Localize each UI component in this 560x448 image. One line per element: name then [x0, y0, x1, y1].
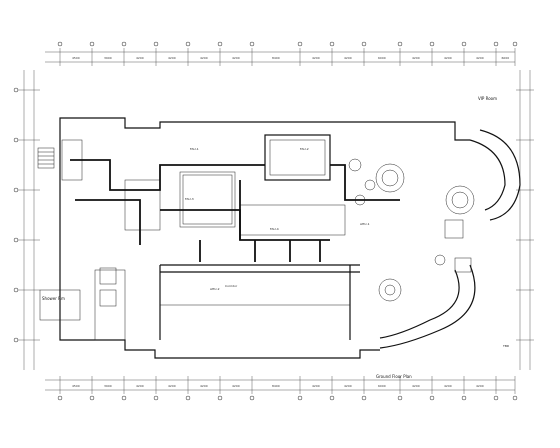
- grid-circle-left-5: [13, 337, 19, 343]
- grid-circle-bottom-8: [329, 395, 335, 401]
- corridor-label: Corridor: [225, 284, 238, 288]
- dim-top-4: 4200: [200, 56, 208, 60]
- plan-title: Ground Floor Plan: [376, 374, 412, 379]
- dim-bottom-0: 4500: [72, 384, 80, 388]
- dim-top-1: 3900: [104, 56, 112, 60]
- grid-circle-bottom-1: [89, 395, 95, 401]
- grid-circle-top-4: [185, 41, 191, 47]
- grid-circle-top-7: [297, 41, 303, 47]
- grid-circle-top-2: [121, 41, 127, 47]
- dim-top-12: 4200: [476, 56, 484, 60]
- grid-circle-bottom-9: [361, 395, 367, 401]
- dim-top-8: 4200: [344, 56, 352, 60]
- equipment-tag-4: AHU-1: [360, 222, 370, 226]
- dim-top-5: 4200: [232, 56, 240, 60]
- equipment-tag-0: FAU-1: [190, 147, 199, 151]
- grid-circle-left-4: [13, 287, 19, 293]
- dim-top-11: 4200: [444, 56, 452, 60]
- grid-circle-left-2: [13, 187, 19, 193]
- curved-lobby: VIP Room: [348, 96, 521, 349]
- top-grid-markers: [57, 41, 518, 66]
- grid-circle-left-3: [13, 237, 19, 243]
- grid-circle-bottom-7: [297, 395, 303, 401]
- grid-circle-bottom-0: [57, 395, 63, 401]
- left-grid-markers: [13, 87, 534, 343]
- grid-circle-bottom-5: [217, 395, 223, 401]
- grid-circle-bottom-2: [121, 395, 127, 401]
- room-label-shower: Shower Rm: [42, 296, 65, 301]
- bottom-grid-markers: [57, 376, 518, 401]
- grid-circle-bottom-11: [429, 395, 435, 401]
- dim-top-3: 4200: [168, 56, 176, 60]
- top-dimension-text: 4500 3900 4200 4200 4200 4200 8400 4200 4200 6000…: [72, 56, 509, 60]
- dim-bottom-9: 6000: [378, 384, 386, 388]
- grid-circle-top-14: [512, 41, 518, 47]
- dim-top-9: 6000: [378, 56, 386, 60]
- dim-top-6: 8400: [272, 56, 280, 60]
- grid-circle-top-9: [361, 41, 367, 47]
- dim-bottom-11: 4200: [444, 384, 452, 388]
- shower-room: Shower Rm: [39, 267, 117, 321]
- equipment-tag-5: AHU-2: [210, 287, 220, 291]
- dim-bottom-1: 3900: [104, 384, 112, 388]
- dim-bottom-6: 8400: [272, 384, 280, 388]
- equipment-tag-1: FAU-2: [300, 147, 309, 151]
- grid-circle-top-12: [461, 41, 467, 47]
- dim-bottom-5: 4200: [232, 384, 240, 388]
- grid-circle-bottom-12: [461, 395, 467, 401]
- grid-circle-top-1: [89, 41, 95, 47]
- grid-circle-top-10: [397, 41, 403, 47]
- room-label-vip: VIP Room: [478, 96, 497, 101]
- grid-circle-top-0: [57, 41, 63, 47]
- grid-circle-left-1: [13, 137, 19, 143]
- dim-bottom-7: 4200: [312, 384, 320, 388]
- grid-circle-bottom-3: [153, 395, 159, 401]
- dim-bottom-2: 4200: [136, 384, 144, 388]
- grid-circle-top-6: [249, 41, 255, 47]
- dim-top-13: 6000: [502, 56, 510, 60]
- note-label: TBD: [502, 344, 510, 348]
- grid-circle-top-11: [429, 41, 435, 47]
- grid-circle-top-13: [493, 41, 499, 47]
- grid-circle-top-5: [217, 41, 223, 47]
- dim-top-7: 4200: [312, 56, 320, 60]
- dim-bottom-10: 4200: [412, 384, 420, 388]
- dim-top-10: 4200: [412, 56, 420, 60]
- grid-circle-bottom-13: [493, 395, 499, 401]
- dim-top-0: 4500: [72, 56, 80, 60]
- dim-bottom-12: 4200: [476, 384, 484, 388]
- equipment-tag-3: FAU-4: [270, 227, 279, 231]
- grid-circle-bottom-6: [249, 395, 255, 401]
- ductwork: [70, 159, 400, 262]
- equipment-tag-2: FAU-3: [185, 197, 194, 201]
- grid-circle-bottom-4: [185, 395, 191, 401]
- stair-left: [37, 147, 55, 169]
- dim-bottom-8: 4200: [344, 384, 352, 388]
- bottom-dimension-text: 4500 3900 4200 4200 4200 4200 8400 4200 4200 6000…: [72, 384, 484, 388]
- dimension-lines: [23, 51, 531, 391]
- dim-bottom-3: 4200: [168, 384, 176, 388]
- grid-circle-bottom-10: [397, 395, 403, 401]
- grid-circle-top-3: [153, 41, 159, 47]
- dim-top-2: 4200: [136, 56, 144, 60]
- grid-circle-left-0: [13, 87, 19, 93]
- dim-bottom-4: 4200: [200, 384, 208, 388]
- grid-circle-bottom-14: [512, 395, 518, 401]
- building-outline: [59, 117, 470, 359]
- grid-circle-top-8: [329, 41, 335, 47]
